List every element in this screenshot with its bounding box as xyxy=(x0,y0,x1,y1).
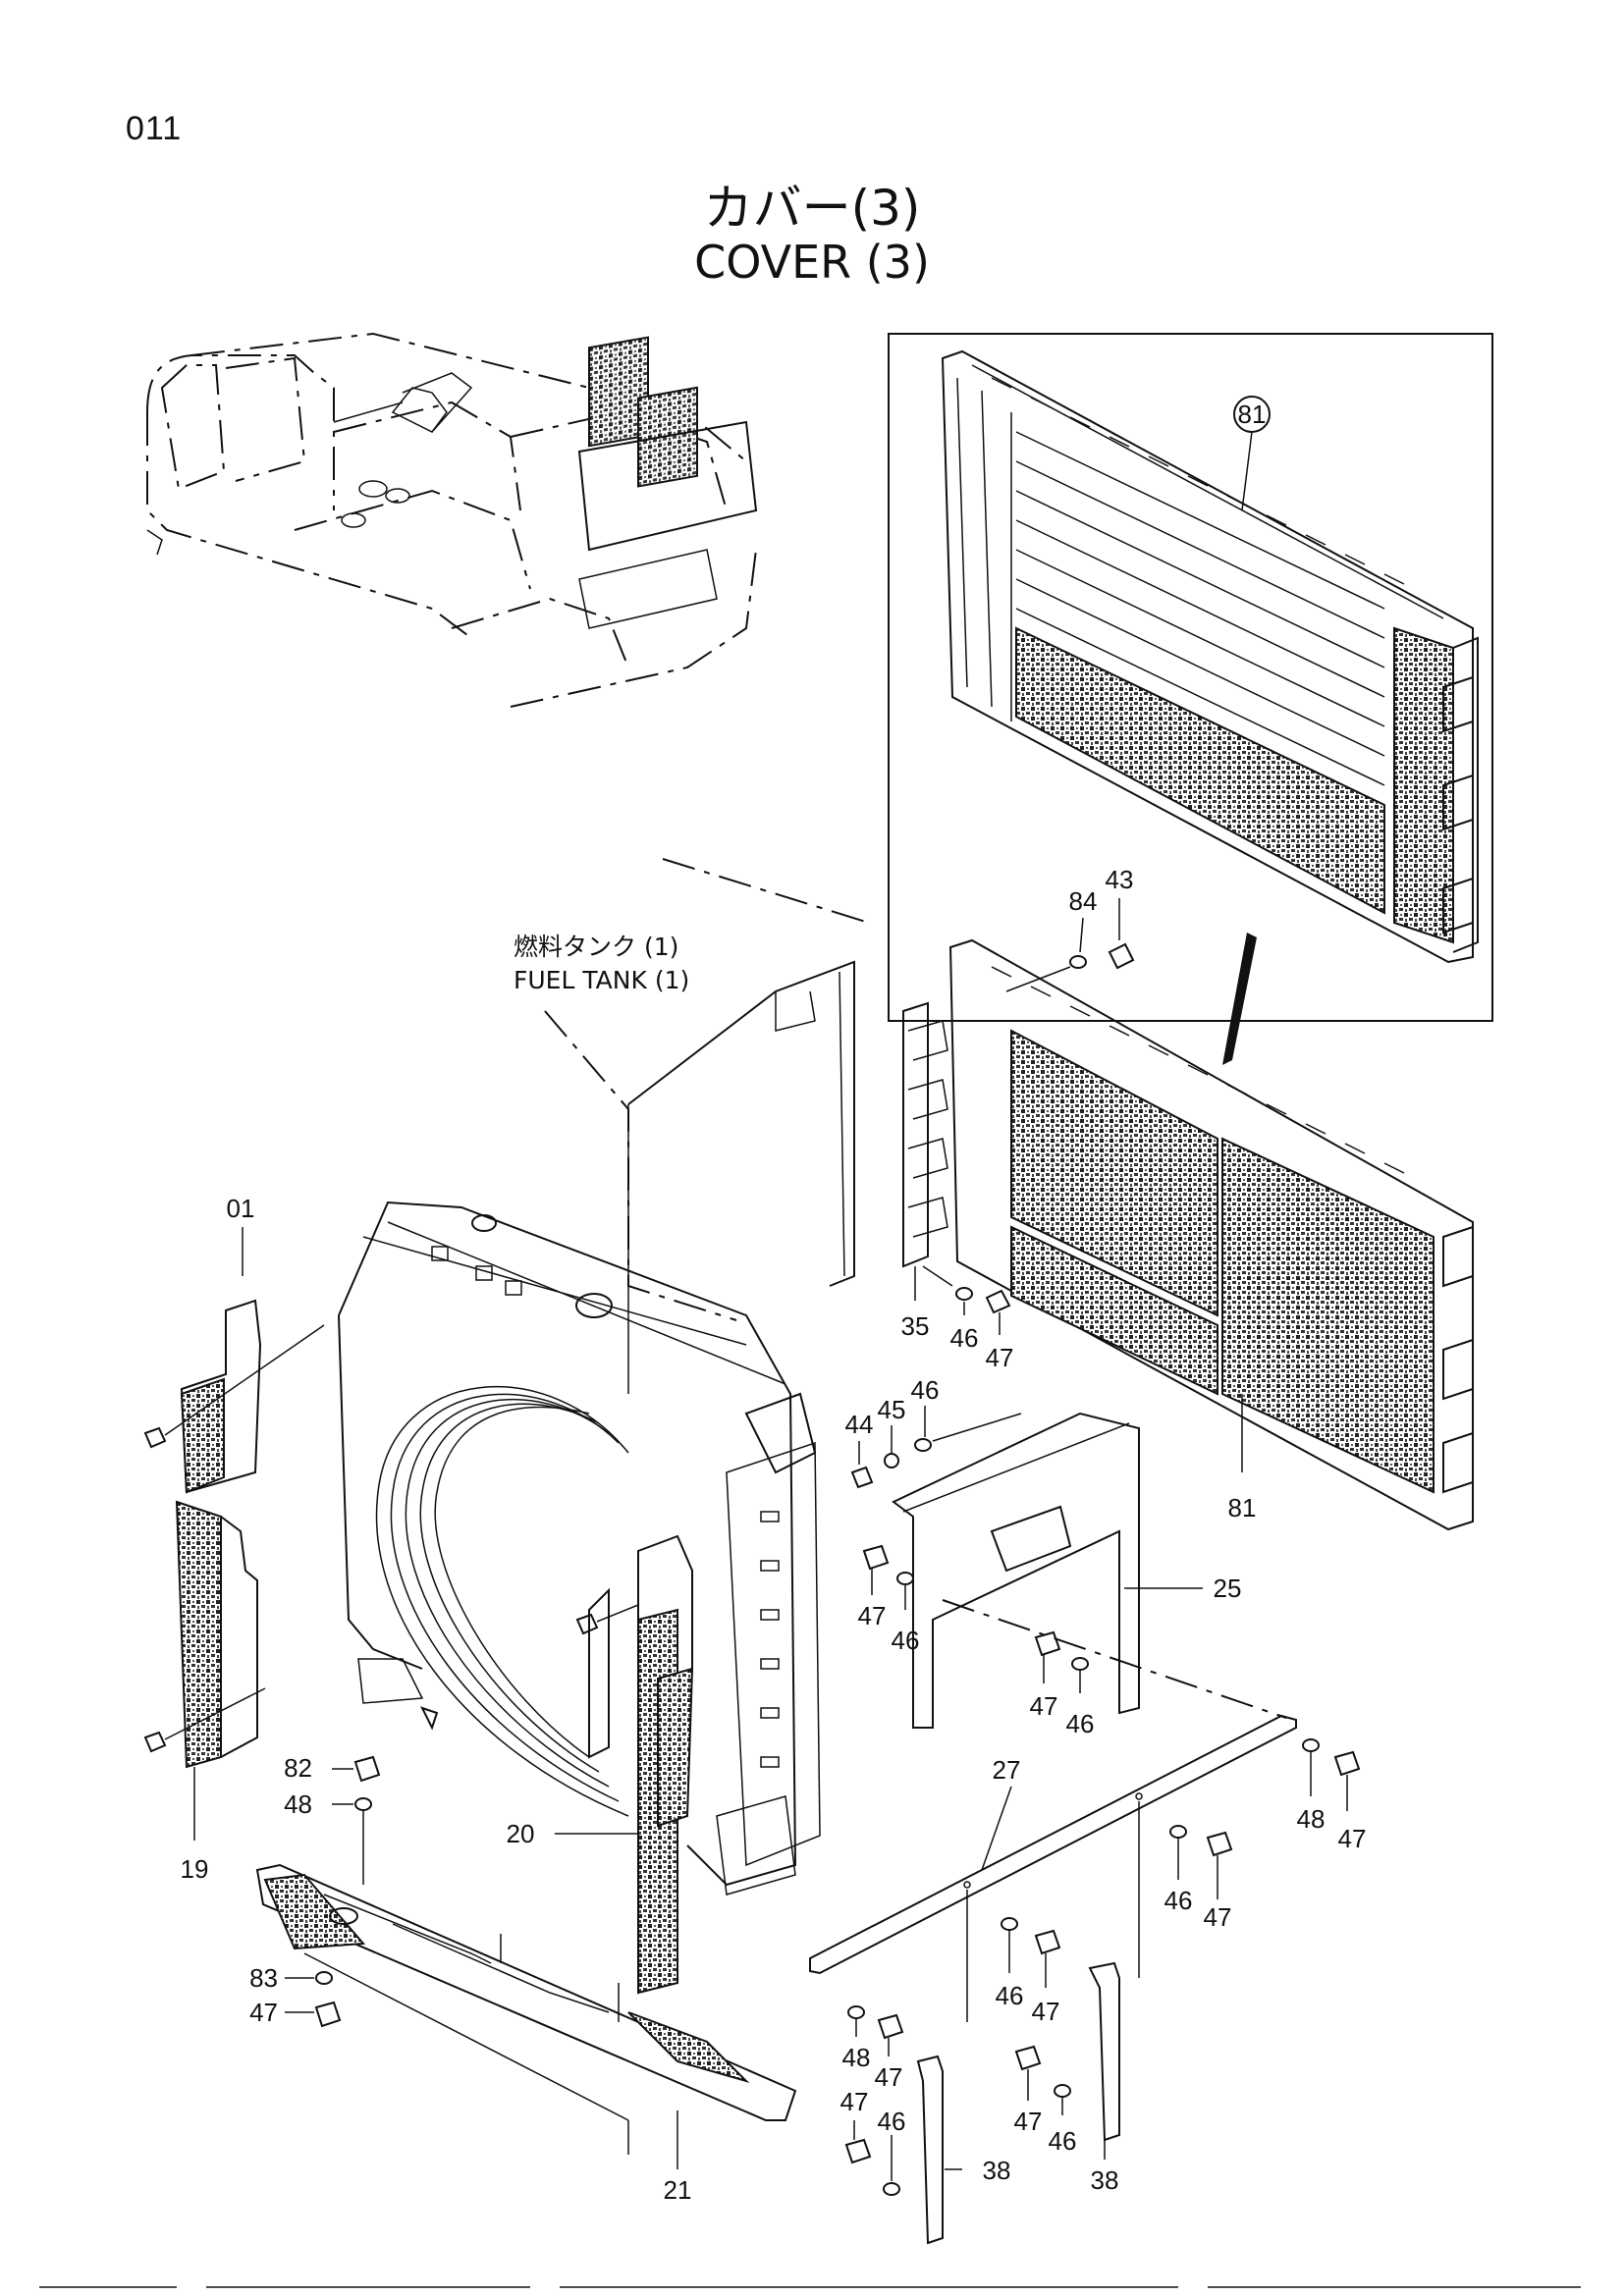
callout-81-inset: 81 xyxy=(1238,400,1267,429)
bolt-83-47: 83 47 xyxy=(249,1963,342,2028)
callout-84: 84 xyxy=(1069,886,1098,916)
bracket-38-right: 38 xyxy=(1088,1961,1120,2195)
callout-81-main: 81 xyxy=(1228,1493,1257,1522)
bolt-46-47-e: 46 47 xyxy=(1164,1825,1233,1932)
inset-detail-box: 81 xyxy=(888,333,1493,1065)
callout-46-c: 46 xyxy=(892,1626,920,1655)
bracket-38-left: 38 xyxy=(916,2055,1011,2245)
callout-20: 20 xyxy=(507,1819,535,1848)
callout-47-j: 47 xyxy=(1014,2107,1043,2136)
callout-38-b: 38 xyxy=(1091,2165,1119,2195)
callout-47-e: 47 xyxy=(1204,1902,1232,1932)
radiator-assembly xyxy=(338,1201,821,1896)
bottom-frame-21: 21 xyxy=(255,1863,797,2205)
callout-46-b: 46 xyxy=(911,1375,940,1405)
side-panel-01: 01 xyxy=(143,1194,325,1494)
bolt-48-47-left: 48 47 xyxy=(842,2005,904,2092)
callout-25: 25 xyxy=(1214,1574,1242,1603)
callout-38-a: 38 xyxy=(983,2156,1011,2185)
callout-48-a: 48 xyxy=(1297,1804,1326,1834)
callout-21: 21 xyxy=(664,2175,692,2205)
fuel-tank-outline: 燃料タンク (1) FUEL TANK (1) xyxy=(514,858,870,1394)
callout-46-f: 46 xyxy=(996,1981,1024,2010)
fasteners-44-45-46: 44 45 46 xyxy=(845,1375,1022,1489)
callout-47-g: 47 xyxy=(249,1998,278,2027)
callout-46-h: 46 xyxy=(1049,2126,1077,2156)
callout-83: 83 xyxy=(249,1963,278,1993)
bolt-46-47-g: 47 46 xyxy=(1014,2045,1077,2156)
fuel-tank-label-jp: 燃料タンク (1) xyxy=(514,933,678,961)
bolt-82-48: 82 48 xyxy=(284,1753,381,1885)
page-title-english: COVER (3) xyxy=(694,236,930,289)
bolt-46-47-f: 46 47 xyxy=(996,1917,1061,2026)
bolt-46-47-b: 47 46 xyxy=(858,1544,920,1655)
callout-43: 43 xyxy=(1106,865,1134,894)
callout-46-e: 46 xyxy=(1164,1886,1193,1915)
callout-47-f: 47 xyxy=(1032,1997,1060,2026)
callout-46-d: 46 xyxy=(1066,1709,1095,1738)
callout-47-c: 47 xyxy=(1030,1691,1058,1721)
callout-47-h: 47 xyxy=(875,2062,903,2092)
bolt-84-43: 84 43 xyxy=(1005,865,1135,992)
bracket-35: 35 xyxy=(901,1001,948,1341)
bolt-46-47-c: 47 46 xyxy=(1030,1630,1095,1738)
fuel-tank-label-en: FUEL TANK (1) xyxy=(514,966,689,994)
page-code: 011 xyxy=(126,110,183,147)
bracket-25: 25 xyxy=(892,1412,1242,1729)
callout-47-a: 47 xyxy=(986,1343,1014,1372)
bolt-46-47-h: 47 46 xyxy=(840,2087,906,2196)
side-panel-19: 19 xyxy=(143,1500,266,1884)
callout-44: 44 xyxy=(845,1410,874,1439)
callout-48-c: 48 xyxy=(842,2043,871,2072)
callout-47-i: 47 xyxy=(840,2087,869,2116)
callout-46-g: 46 xyxy=(878,2107,906,2136)
callout-27: 27 xyxy=(993,1755,1021,1785)
excavator-overview xyxy=(146,332,758,708)
callout-19: 19 xyxy=(181,1854,209,1884)
seal-strip-20: 20 xyxy=(507,1534,694,1995)
callout-47-b: 47 xyxy=(858,1601,887,1630)
callout-82: 82 xyxy=(284,1753,312,1783)
callout-48-b: 48 xyxy=(284,1789,312,1819)
callout-01: 01 xyxy=(227,1194,255,1223)
callout-46-a: 46 xyxy=(950,1323,979,1353)
cover-panel-81: 81 xyxy=(948,938,1474,1531)
page-title-japanese: カバー(3) xyxy=(703,180,921,237)
support-bar-27: 27 xyxy=(809,1714,1297,2022)
bolt-48-47-right: 48 47 xyxy=(1297,1738,1367,1853)
callout-45: 45 xyxy=(878,1395,906,1424)
callout-35: 35 xyxy=(901,1311,930,1341)
callout-47-d: 47 xyxy=(1338,1824,1367,1853)
bolt-46-47-a: 46 47 xyxy=(922,1265,1014,1372)
